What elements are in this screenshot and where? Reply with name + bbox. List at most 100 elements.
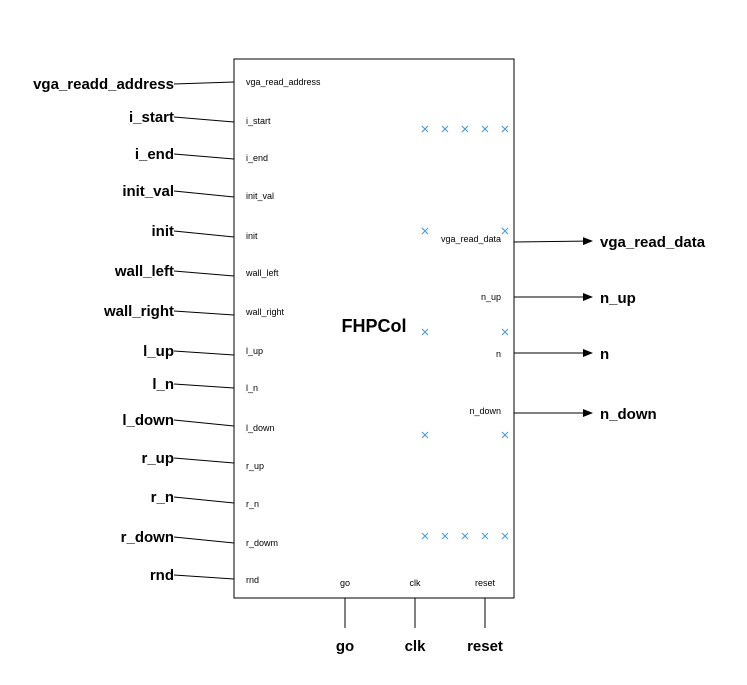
port-label-rnd: rnd (246, 575, 259, 585)
x-marker-icon (421, 227, 429, 235)
output-label-vga-read-data: vga_read_data (600, 234, 706, 251)
input-wire-rnd (173, 574, 235, 580)
port-label-clk: clk (410, 578, 421, 588)
bottom-label-clk: clk (405, 638, 427, 655)
port-label-go: go (340, 578, 350, 588)
input-r-up: r_up r_up (141, 450, 264, 471)
bottom-label-go: go (336, 638, 354, 655)
input-rnd: rnd rnd (150, 567, 259, 585)
input-label-i-end: i_end (135, 146, 174, 163)
port-label-l-n: l_n (246, 383, 258, 393)
input-label-r-down: r_down (121, 529, 174, 546)
x-marker-icon (481, 532, 489, 540)
output-n-down: n_down n_down (469, 406, 656, 423)
port-label-l-down: l_down (246, 423, 275, 433)
bottom-label-reset: reset (467, 638, 503, 655)
x-marker-icon (501, 532, 509, 540)
block-title: FHPCol (342, 316, 407, 336)
input-wire-l-n (173, 383, 235, 389)
input-l-down: l_down l_down (122, 412, 274, 433)
input-label-vga-readd-address: vga_readd_address (33, 76, 174, 93)
port-label-i-start: i_start (246, 116, 271, 126)
output-label-n-down: n_down (600, 406, 657, 423)
x-marker-icon (461, 125, 469, 133)
port-label-r-n: r_n (246, 499, 259, 509)
x-marker-icon (501, 227, 509, 235)
input-label-wall-left: wall_left (114, 263, 174, 280)
input-label-i-start: i_start (129, 109, 174, 126)
port-label-vga-read-data: vga_read_data (441, 234, 501, 244)
input-l-up: l_up l_up (143, 343, 263, 360)
input-wire-vga-readd-address (173, 81, 235, 85)
x-marker-icon (441, 125, 449, 133)
output-n-up: n_up n_up (481, 290, 636, 307)
input-wire-l-up (173, 350, 235, 356)
input-label-l-up: l_up (143, 343, 174, 360)
port-label-vga-read-address: vga_read_address (246, 77, 321, 87)
output-vga-read-data: vga_read_data vga_read_data (441, 234, 706, 251)
bottom-signals: go go clk clk reset reset (336, 578, 503, 655)
x-marker-icon (501, 125, 509, 133)
input-wire-wall-left (173, 270, 235, 277)
input-label-wall-right: wall_right (103, 303, 174, 320)
port-label-l-up: l_up (246, 346, 263, 356)
input-label-rnd: rnd (150, 567, 174, 584)
input-wire-wall-right (173, 310, 235, 316)
input-r-n: r_n r_n (151, 489, 259, 509)
input-label-init: init (152, 223, 175, 240)
input-wall-left: wall_left wall_left (114, 263, 279, 280)
input-wire-init-val (173, 190, 235, 198)
fhpcol-block (233, 58, 515, 599)
port-label-n: n (496, 349, 501, 359)
decorative-markers (421, 125, 509, 540)
input-wire-r-up (173, 457, 235, 464)
output-label-n: n (600, 346, 609, 363)
port-label-i-end: i_end (246, 153, 268, 163)
input-r-down: r_down r_dowm (121, 529, 278, 548)
x-marker-icon (421, 532, 429, 540)
port-label-wall-left: wall_left (245, 268, 279, 278)
input-l-n: l_n l_n (152, 376, 258, 393)
x-marker-icon (501, 328, 509, 336)
input-wire-init (173, 230, 235, 238)
input-wire-i-end (173, 153, 235, 160)
port-label-n-up: n_up (481, 292, 501, 302)
input-label-r-up: r_up (141, 450, 174, 467)
x-marker-icon (481, 125, 489, 133)
input-label-l-down: l_down (122, 412, 174, 429)
input-label-l-n: l_n (152, 376, 174, 393)
port-label-init-val: init_val (246, 191, 274, 201)
port-label-wall-right: wall_right (245, 307, 285, 317)
x-marker-icon (501, 431, 509, 439)
x-marker-icon (421, 431, 429, 439)
x-marker-icon (421, 328, 429, 336)
input-wire-l-down (173, 419, 235, 427)
input-wire-r-down (173, 536, 235, 544)
x-marker-icon (461, 532, 469, 540)
port-label-reset: reset (475, 578, 496, 588)
bottom-clk: clk clk (405, 578, 427, 655)
input-i-end: i_end i_end (135, 146, 268, 163)
input-label-r-n: r_n (151, 489, 174, 506)
input-init-val: init_val init_val (122, 183, 274, 201)
input-signals: vga_readd_address vga_read_address i_start… (33, 76, 321, 585)
output-label-n-up: n_up (600, 290, 636, 307)
port-label-r-dowm: r_dowm (246, 538, 278, 548)
bottom-go: go go (336, 578, 354, 655)
input-i-start: i_start i_start (129, 109, 271, 126)
input-wall-right: wall_right wall_right (103, 303, 285, 320)
input-label-init-val: init_val (122, 183, 174, 200)
output-arrow-vga-read-data (513, 237, 593, 246)
input-vga-readd-address: vga_readd_address vga_read_address (33, 76, 321, 93)
port-label-r-up: r_up (246, 461, 264, 471)
bottom-reset: reset reset (467, 578, 503, 655)
x-marker-icon (441, 532, 449, 540)
input-wire-i-start (173, 116, 235, 123)
port-label-n-down: n_down (469, 406, 501, 416)
input-wire-r-n (173, 496, 235, 504)
x-marker-icon (421, 125, 429, 133)
